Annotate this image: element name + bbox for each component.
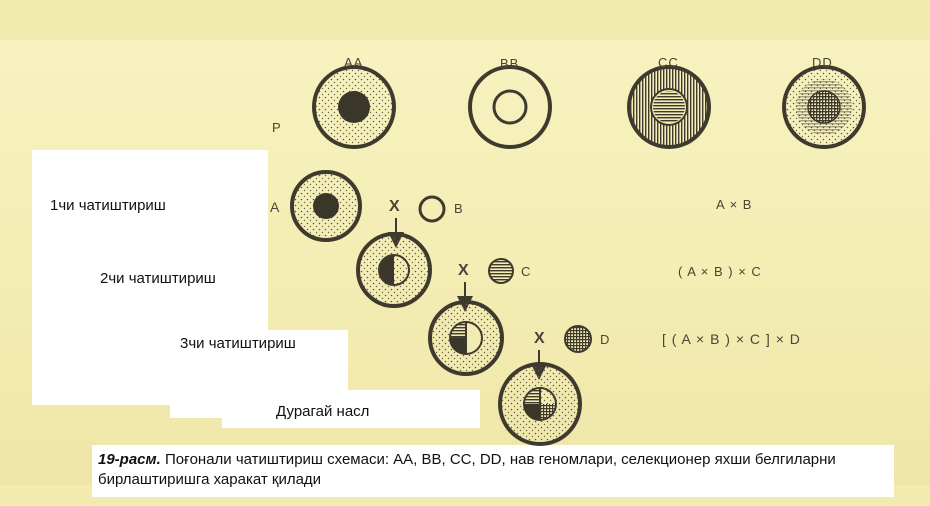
cross2-symbol: X bbox=[458, 262, 470, 280]
parent-cc-cell bbox=[629, 67, 709, 147]
genome-label-bb: BB bbox=[500, 56, 519, 71]
cross1-a-cell bbox=[292, 172, 360, 240]
hybrid-abc-cell bbox=[430, 302, 502, 374]
caption-number: 19-расм. bbox=[98, 451, 161, 468]
cross3-d-cell bbox=[565, 326, 591, 352]
cross1-left-letter: A bbox=[270, 199, 280, 215]
cross3-label: 3чи чатиштириш bbox=[180, 335, 296, 352]
cross2-right-letter: C bbox=[521, 264, 531, 279]
hybrid-abcd-cell bbox=[500, 364, 580, 444]
parent-row-label: P bbox=[272, 120, 282, 135]
genome-label-dd: DD bbox=[812, 55, 833, 70]
cross3-symbol: X bbox=[534, 330, 546, 348]
cross1-label: 1чи чатиштириш bbox=[50, 197, 166, 214]
formula-first: A × B bbox=[716, 197, 752, 212]
parent-dd-cell bbox=[784, 67, 864, 147]
cross2-c-cell bbox=[489, 259, 513, 283]
formula-third: [ ( A × B ) × C ] × D bbox=[662, 331, 801, 347]
parent-aa-cell bbox=[314, 67, 394, 147]
cross1-symbol: X bbox=[389, 198, 401, 216]
cross3-right-letter: D bbox=[600, 332, 610, 347]
hybrid-ab-cell bbox=[358, 234, 430, 306]
genome-label-cc: CC bbox=[658, 55, 679, 70]
caption-text: Поғонали чатиштириш схемаси: АА, ВВ, СС,… bbox=[98, 451, 836, 488]
formula-second: ( A × B ) × C bbox=[678, 264, 762, 279]
offspring-label: Дурагай насл bbox=[276, 403, 369, 420]
figure-caption: 19-расм. Поғонали чатиштириш схемаси: АА… bbox=[98, 450, 888, 490]
parent-bb-cell bbox=[470, 67, 550, 147]
cross1-right-letter: B bbox=[454, 201, 464, 216]
genome-label-aa: AA bbox=[344, 55, 363, 70]
cross2-label: 2чи чатиштириш bbox=[100, 270, 216, 287]
cross1-b-cell bbox=[420, 197, 444, 221]
